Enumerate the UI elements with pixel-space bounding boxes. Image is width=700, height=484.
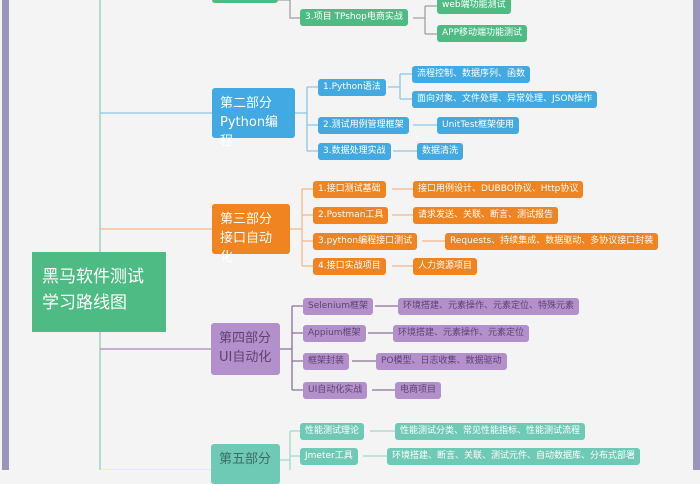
part2-leaf-3-1[interactable]: 数据清洗 bbox=[417, 143, 464, 160]
part2-child-3[interactable]: 3.数据处理实战 bbox=[318, 143, 391, 160]
part2-leaf-2-1[interactable]: UnitTest框架使用 bbox=[437, 117, 520, 134]
part4-title: 第四部分 bbox=[219, 331, 272, 346]
left-scroll-edge bbox=[2, 0, 9, 470]
part5-child-2[interactable]: Jmeter工具 bbox=[300, 448, 358, 465]
part3-leaf-2[interactable]: 请求发送、关联、断言、测试报告 bbox=[413, 207, 559, 224]
part5-leaf-2[interactable]: 环境搭建、断言、关联、测试元件、自动数据库、分布式部署 bbox=[387, 448, 641, 465]
part2-child-2[interactable]: 2.测试用例管理框架 bbox=[318, 117, 409, 134]
root-node[interactable]: 黑马软件测试 学习路线图 bbox=[32, 252, 166, 332]
part4-leaf-3[interactable]: PO模型、日志收集、数据驱动 bbox=[376, 353, 507, 370]
part1-node[interactable] bbox=[212, 0, 278, 3]
part2-leaf-1-2[interactable]: 面向对象、文件处理、异常处理、JSON操作 bbox=[412, 91, 598, 108]
part3-title: 第三部分 bbox=[220, 212, 273, 227]
part3-subtitle: 接口自动化 bbox=[220, 231, 273, 265]
part4-leaf-1[interactable]: 环境搭建、元素操作、元素定位、特殊元素 bbox=[398, 298, 580, 315]
part2-subtitle: Python编程 bbox=[220, 115, 279, 149]
part3-child-1[interactable]: 1.接口测试基础 bbox=[313, 181, 386, 198]
connectors bbox=[99, 0, 445, 470]
part4-child-3[interactable]: 框架封装 bbox=[303, 353, 350, 370]
part4-node[interactable]: 第四部分 UI自动化 bbox=[211, 323, 280, 375]
part5-leaf-1[interactable]: 性能测试分类、常见性能指标、性能测试流程 bbox=[395, 423, 586, 440]
part3-child-4[interactable]: 4.接口实战项目 bbox=[313, 258, 386, 275]
part2-title: 第二部分 bbox=[220, 96, 273, 111]
part2-child-1[interactable]: 1.Python语法 bbox=[318, 79, 386, 96]
part1-leaf-1[interactable]: web端功能测试 bbox=[437, 0, 511, 14]
part3-child-2[interactable]: 2.Postman工具 bbox=[313, 207, 389, 224]
part4-child-4[interactable]: UI自动化实战 bbox=[303, 382, 368, 399]
part5-title: 第五部分 bbox=[219, 452, 272, 467]
part3-leaf-3[interactable]: Requests、持续集成、数据驱动、多协议接口封装 bbox=[445, 233, 659, 250]
part1-leaf-2[interactable]: APP移动端功能测试 bbox=[437, 25, 528, 42]
part1-child-1[interactable]: 3.项目 TPshop电商实战 bbox=[300, 9, 408, 26]
part4-leaf-4[interactable]: 电商项目 bbox=[395, 382, 442, 399]
part5-node[interactable]: 第五部分 bbox=[211, 444, 280, 484]
root-title-line2: 学习路线图 bbox=[42, 293, 127, 313]
part3-node[interactable]: 第三部分 接口自动化 bbox=[212, 204, 290, 265]
right-scroll-edge bbox=[693, 0, 700, 470]
part5-child-1[interactable]: 性能测试理论 bbox=[300, 423, 365, 440]
part3-leaf-1[interactable]: 接口用例设计、DUBBO协议、Http协议 bbox=[413, 181, 584, 198]
part4-child-1[interactable]: Selenium框架 bbox=[303, 298, 373, 315]
part4-subtitle: UI自动化 bbox=[219, 350, 272, 365]
part3-leaf-4[interactable]: 人力资源项目 bbox=[413, 258, 478, 275]
part4-leaf-2[interactable]: 环境搭建、元素操作、元素定位 bbox=[393, 325, 530, 342]
part4-child-2[interactable]: Appium框架 bbox=[303, 325, 366, 342]
part2-leaf-1-1[interactable]: 流程控制、数据序列、函数 bbox=[412, 66, 531, 83]
part3-child-3[interactable]: 3.python编程接口测试 bbox=[313, 233, 418, 250]
root-title-line1: 黑马软件测试 bbox=[42, 267, 144, 287]
part2-node[interactable]: 第二部分 Python编程 bbox=[212, 88, 295, 149]
